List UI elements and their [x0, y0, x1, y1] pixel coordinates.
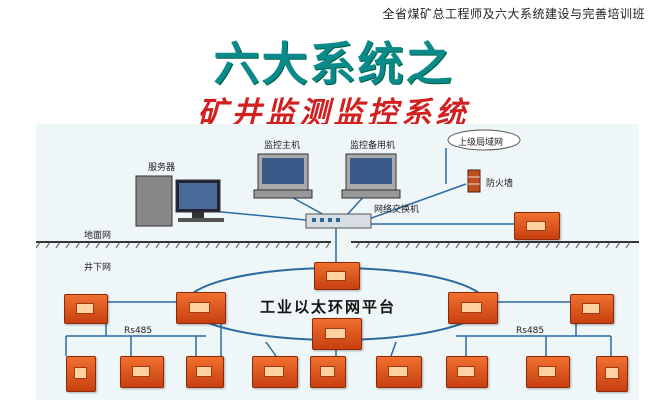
ring-node-top	[314, 262, 360, 290]
monitor-host-computer	[253, 153, 313, 199]
label-backup-host: 监控备用机	[350, 141, 396, 151]
backup-host-computer	[341, 153, 401, 199]
field-device-4	[252, 356, 298, 388]
field-device-1	[66, 356, 96, 392]
ring-node-left	[176, 292, 226, 324]
server-computer	[135, 175, 224, 227]
network-switch-device	[305, 213, 372, 229]
label-switch: 网络交换机	[374, 205, 420, 215]
field-device-3	[186, 356, 224, 388]
label-firewall: 防火墙	[486, 179, 514, 189]
ground-hatch	[36, 241, 631, 249]
banner-text: 全省煤矿总工程师及六大系统建设与完善培训班	[382, 7, 645, 21]
label-upper-lan: 上级局域网	[458, 138, 504, 148]
field-device-2	[120, 356, 164, 388]
label-rs485-right: Rs485	[516, 326, 545, 336]
label-ring-platform: 工业以太环网平台	[260, 298, 397, 316]
upper-lan-cloud	[447, 129, 521, 151]
diagram-lines	[36, 129, 639, 357]
ring-node-right	[448, 292, 498, 324]
header-banner: 全省煤矿总工程师及六大系统建设与完善培训班	[0, 0, 667, 28]
field-device-8	[526, 356, 570, 388]
ring-node-bottom	[312, 318, 362, 350]
label-server: 服务器	[148, 163, 176, 173]
substation-left	[64, 294, 108, 324]
field-device-6	[376, 356, 422, 388]
substation-right	[570, 294, 614, 324]
label-ground-net: 地面网	[84, 231, 112, 241]
main-title: 六大系统之	[213, 37, 454, 91]
firewall-device	[467, 169, 481, 193]
label-underground-net: 井下网	[84, 263, 112, 273]
label-monitor-host: 监控主机	[264, 141, 301, 151]
field-device-5	[310, 356, 346, 388]
field-device-9	[596, 356, 628, 392]
network-diagram: 服务器 监控主机 监控备用机 上级局域网 防火墙 网络交换机 地面网 井下网 工…	[36, 124, 639, 400]
label-rs485-left: Rs485	[124, 326, 153, 336]
ground-device	[514, 212, 560, 240]
field-device-7	[446, 356, 488, 388]
